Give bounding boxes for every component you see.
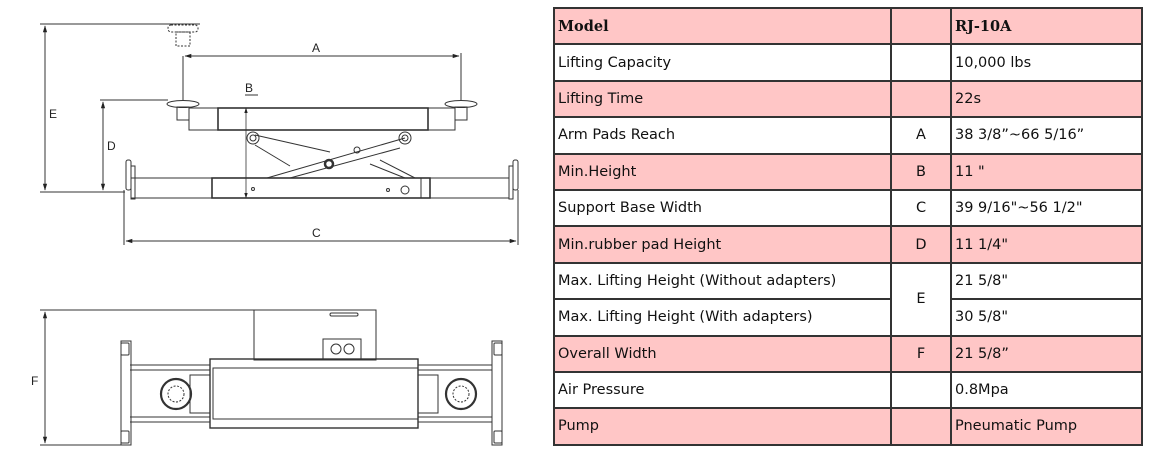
spec-label: Overall Width bbox=[553, 334, 892, 373]
right-end-tab-top bbox=[493, 342, 503, 356]
right-foot bbox=[512, 159, 519, 191]
table-row: Max. Lifting Height (With adapters) 30 5/… bbox=[553, 298, 1143, 337]
header-code bbox=[890, 6, 952, 46]
base-bolt bbox=[400, 185, 410, 195]
base-hole-left bbox=[251, 187, 255, 191]
left-rubber-pad bbox=[166, 100, 200, 108]
spec-code bbox=[890, 407, 952, 446]
table-row: Lifting Time 22s bbox=[553, 79, 1143, 119]
side-view bbox=[40, 23, 519, 245]
table-row: Pump Pneumatic Pump bbox=[553, 407, 1143, 446]
spec-value: 21 5/8" bbox=[950, 261, 1143, 301]
header-model-value: RJ-10A bbox=[950, 6, 1143, 46]
pump-port-2 bbox=[343, 343, 355, 355]
left-end-tab-bottom bbox=[120, 430, 130, 444]
right-end-plate bbox=[491, 340, 503, 446]
pump-port-1 bbox=[330, 343, 342, 355]
right-pad-tread bbox=[452, 385, 470, 403]
left-foot-plate bbox=[130, 165, 136, 200]
pump-port-plate bbox=[322, 338, 362, 361]
scissor-mechanism bbox=[246, 131, 416, 179]
spec-value: 10,000 lbs bbox=[950, 43, 1143, 82]
central-beam bbox=[209, 358, 419, 429]
left-arm-slide bbox=[189, 374, 211, 414]
right-rubber-pad bbox=[444, 100, 478, 108]
spec-code: A bbox=[890, 116, 952, 155]
table-row: Lifting Capacity 10,000 lbs bbox=[553, 43, 1143, 82]
spec-code: F bbox=[890, 334, 952, 373]
right-end-tab-bottom bbox=[493, 430, 503, 444]
spec-label: Air Pressure bbox=[553, 370, 892, 410]
spec-label: Max. Lifting Height (Without adapters) bbox=[553, 261, 892, 301]
spec-label: Arm Pads Reach bbox=[553, 116, 892, 155]
spec-code: D bbox=[890, 225, 952, 264]
spec-value: 21 5/8” bbox=[950, 334, 1143, 373]
top-view bbox=[40, 309, 503, 446]
spec-code: E bbox=[890, 261, 952, 337]
spec-value: 11 1/4" bbox=[950, 225, 1143, 264]
spec-label: Min.rubber pad Height bbox=[553, 225, 892, 264]
header-label: Model bbox=[553, 6, 892, 46]
spec-value: 11 " bbox=[950, 152, 1143, 191]
left-end-tab-top bbox=[120, 342, 130, 356]
label-b: B bbox=[245, 81, 253, 95]
right-pad-top bbox=[444, 377, 478, 411]
spec-label: Pump bbox=[553, 407, 892, 446]
left-pad-top bbox=[159, 377, 193, 411]
pump-slot bbox=[329, 312, 359, 317]
upper-beam bbox=[217, 107, 429, 131]
left-pad-stem bbox=[176, 106, 190, 121]
spec-code bbox=[890, 370, 952, 410]
upper-arm bbox=[188, 107, 456, 131]
jack-dimension-diagram: A B C D E F bbox=[0, 0, 545, 474]
left-pad-tread bbox=[167, 385, 185, 403]
label-e: E bbox=[49, 107, 57, 121]
label-a: A bbox=[312, 41, 320, 55]
spec-label: Min.Height bbox=[553, 152, 892, 191]
table-header-row: Model RJ-10A bbox=[553, 6, 1143, 46]
left-foot bbox=[125, 159, 132, 191]
diagram-drawing: A B C D E F bbox=[31, 23, 519, 446]
spec-code: C bbox=[890, 188, 952, 228]
spec-value: 0.8Mpa bbox=[950, 370, 1143, 410]
base-beam bbox=[211, 177, 431, 199]
pump-housing bbox=[253, 309, 377, 361]
spec-value: 39 9/16"~56 1/2" bbox=[950, 188, 1143, 228]
base-hole bbox=[386, 188, 390, 192]
label-f: F bbox=[31, 374, 38, 388]
spec-value: Pneumatic Pump bbox=[950, 407, 1143, 446]
spec-code: B bbox=[890, 152, 952, 191]
spec-label: Support Base Width bbox=[553, 188, 892, 228]
right-arm-slide bbox=[417, 374, 439, 414]
base-rail bbox=[130, 177, 422, 199]
table-row: Air Pressure 0.8Mpa bbox=[553, 370, 1143, 410]
label-c: C bbox=[312, 226, 321, 240]
spec-label: Lifting Time bbox=[553, 79, 892, 119]
right-pad-stem bbox=[454, 106, 468, 121]
left-end-plate bbox=[120, 340, 132, 446]
spec-code bbox=[890, 79, 952, 119]
spec-value: 30 5/8" bbox=[950, 298, 1143, 337]
central-beam-inner bbox=[212, 367, 419, 420]
spec-value: 22s bbox=[950, 79, 1143, 119]
adapter-outline bbox=[167, 24, 199, 47]
label-d: D bbox=[107, 139, 116, 153]
spec-label: Lifting Capacity bbox=[553, 43, 892, 82]
right-foot-plate bbox=[508, 165, 514, 200]
spec-code bbox=[890, 43, 952, 82]
spec-value: 38 3/8”~66 5/16” bbox=[950, 116, 1143, 155]
spec-label: Max. Lifting Height (With adapters) bbox=[553, 298, 892, 337]
